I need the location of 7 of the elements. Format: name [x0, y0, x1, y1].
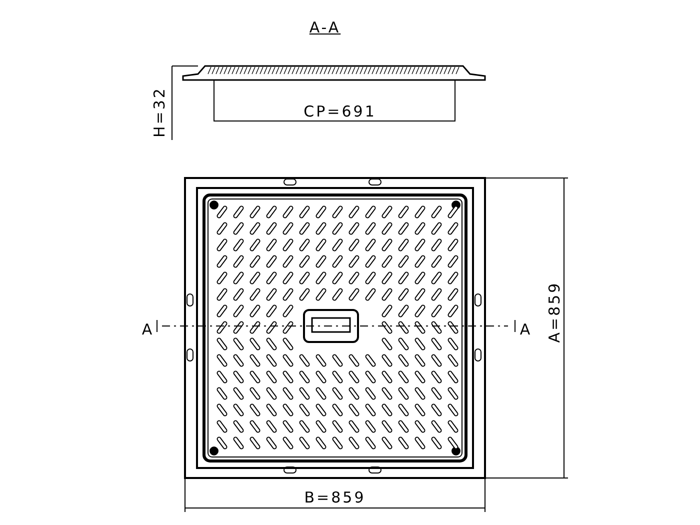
section-title: A-A: [309, 20, 341, 36]
dimension-label: B=859: [304, 490, 366, 506]
dimension-label: CP=691: [304, 104, 376, 120]
section-marker: A: [142, 322, 154, 338]
dimension-label: A=859: [548, 281, 562, 343]
section-marker: A: [520, 322, 532, 338]
dimension-label: H=32: [152, 86, 168, 138]
